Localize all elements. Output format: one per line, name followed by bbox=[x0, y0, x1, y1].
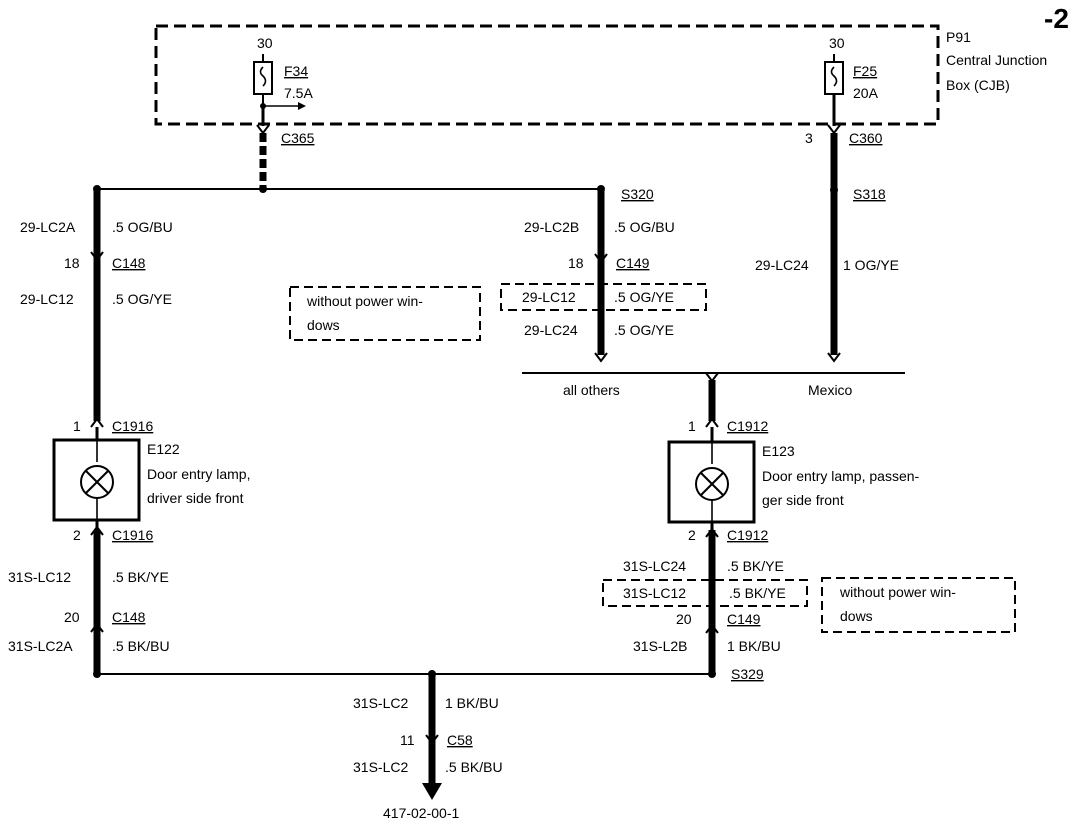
wire-29-lc12-left-spec: .5 OG/YE bbox=[112, 291, 172, 307]
note-right-line2: dows bbox=[840, 608, 873, 624]
fuse-f25: 30 F25 20A 3 C360 bbox=[805, 35, 883, 146]
central-junction-box bbox=[154, 24, 940, 126]
wire-31s-l2b-spec: 1 BK/BU bbox=[727, 638, 781, 654]
note-box-ground-middle bbox=[602, 579, 808, 607]
cjb-ref: P91 bbox=[946, 29, 971, 45]
lamp-e123-desc1: Door entry lamp, passen- bbox=[762, 468, 920, 484]
lamp-e122-desc1: Door entry lamp, bbox=[147, 466, 250, 482]
wire-29-lc24-mexico-spec: 1 OG/YE bbox=[843, 257, 899, 273]
lamp-e122-conn-bottom: C1916 bbox=[112, 527, 153, 543]
connector-c149-top: C149 bbox=[616, 255, 650, 271]
ground-arrow bbox=[422, 783, 442, 800]
wire-31s-lc2: 31S-LC2 bbox=[353, 695, 408, 711]
lamp-e122-ref: E122 bbox=[147, 441, 180, 457]
fuse-f25-pin: 30 bbox=[829, 35, 845, 51]
wire-31s-lc12-left: 31S-LC12 bbox=[8, 569, 71, 585]
connector-c58-pin: 11 bbox=[400, 732, 415, 748]
page-number: -2 bbox=[1044, 3, 1069, 34]
lamp-e123-ref: E123 bbox=[762, 443, 795, 459]
lamp-e122-desc2: driver side front bbox=[147, 490, 244, 506]
connector-c148-bottom: C148 bbox=[112, 609, 146, 625]
fuse-f25-rating: 20A bbox=[853, 85, 879, 101]
branch-mexico: Mexico bbox=[808, 382, 853, 398]
cjb-label-line1: Central Junction bbox=[946, 52, 1047, 68]
note-left-line2: dows bbox=[307, 317, 340, 333]
fuse-f34-rating: 7.5A bbox=[284, 85, 313, 101]
connector-c365: C365 bbox=[281, 130, 315, 146]
connector-c149-top-pin: 18 bbox=[568, 255, 584, 271]
wire-31s-lc2a: 31S-LC2A bbox=[8, 638, 73, 654]
note-right-line1: without power win- bbox=[839, 584, 956, 600]
wire-29-lc2a-spec: .5 OG/BU bbox=[112, 219, 173, 235]
wire-29-lc24-right: 29-LC24 bbox=[524, 322, 578, 338]
wire-31s-l2b: 31S-L2B bbox=[633, 638, 687, 654]
lamp-e123-desc2: ger side front bbox=[762, 492, 844, 508]
wire-29-lc12-left: 29-LC12 bbox=[20, 291, 74, 307]
wire-29-lc2b-spec: .5 OG/BU bbox=[614, 219, 675, 235]
connector-c148-bottom-pin: 20 bbox=[64, 609, 80, 625]
wire-29-lc24-right-spec: .5 OG/YE bbox=[614, 322, 674, 338]
connector-c360-pin: 3 bbox=[805, 130, 813, 146]
cjb-label-line2: Box (CJB) bbox=[946, 77, 1010, 93]
note-box-right bbox=[821, 577, 1016, 633]
wire-31s-lc24-spec: .5 BK/YE bbox=[727, 558, 784, 574]
connector-c148-top-pin: 18 bbox=[64, 255, 80, 271]
fuse-f34-name: F34 bbox=[284, 63, 308, 79]
wire-29-lc12-right: 29-LC12 bbox=[522, 289, 576, 305]
lamp-e122-conn-top: C1916 bbox=[112, 418, 153, 434]
lamp-e123-conn-bottom: C1912 bbox=[727, 527, 768, 543]
wire-31s-lc12-right-spec: .5 BK/YE bbox=[729, 585, 786, 601]
fuse-f34: 30 F34 7.5A C365 bbox=[253, 35, 315, 146]
note-box-middle bbox=[500, 283, 707, 311]
wire-31s-lc12-right: 31S-LC12 bbox=[623, 585, 686, 601]
lamp-e123 bbox=[667, 427, 756, 530]
lamp-e123-pin-top: 1 bbox=[688, 418, 696, 434]
lamp-e123-conn-top: C1912 bbox=[727, 418, 768, 434]
connector-c360: C360 bbox=[849, 130, 883, 146]
footer-code: 417-02-00-1 bbox=[383, 805, 459, 821]
note-box-left bbox=[289, 286, 481, 341]
connector-c149-bottom-pin: 20 bbox=[676, 611, 692, 627]
note-left-line1: without power win- bbox=[306, 293, 423, 309]
wire-29-lc24-mexico: 29-LC24 bbox=[755, 257, 809, 273]
lamp-e122 bbox=[52, 427, 141, 530]
wire-29-lc2b: 29-LC2B bbox=[524, 219, 579, 235]
splice-s329: S329 bbox=[731, 666, 764, 682]
lamp-e123-pin-bottom: 2 bbox=[688, 527, 696, 543]
wire-31s-lc2-spec: 1 BK/BU bbox=[445, 695, 499, 711]
wire-31s-lc2-b-spec: .5 BK/BU bbox=[445, 759, 503, 775]
branch-all-others: all others bbox=[563, 382, 620, 398]
connector-c58: C58 bbox=[447, 732, 473, 748]
fuse-f25-name: F25 bbox=[853, 63, 877, 79]
lamp-e122-pin-bottom: 2 bbox=[73, 527, 81, 543]
lamp-e122-pin-top: 1 bbox=[73, 418, 81, 434]
wire-31s-lc12-left-spec: .5 BK/YE bbox=[112, 569, 169, 585]
splice-s318-dot bbox=[830, 186, 838, 194]
wire-29-lc2a: 29-LC2A bbox=[20, 219, 76, 235]
connector-c149-bottom: C149 bbox=[727, 611, 761, 627]
wire-31s-lc2-b: 31S-LC2 bbox=[353, 759, 408, 775]
splice-s318: S318 bbox=[853, 186, 886, 202]
wire-29-lc12-right-spec: .5 OG/YE bbox=[614, 289, 674, 305]
fuse-f34-pin: 30 bbox=[257, 35, 273, 51]
wire-31s-lc24: 31S-LC24 bbox=[623, 558, 686, 574]
wire-31s-lc2a-spec: .5 BK/BU bbox=[112, 638, 170, 654]
connector-c148-top: C148 bbox=[112, 255, 146, 271]
splice-s320: S320 bbox=[621, 186, 654, 202]
